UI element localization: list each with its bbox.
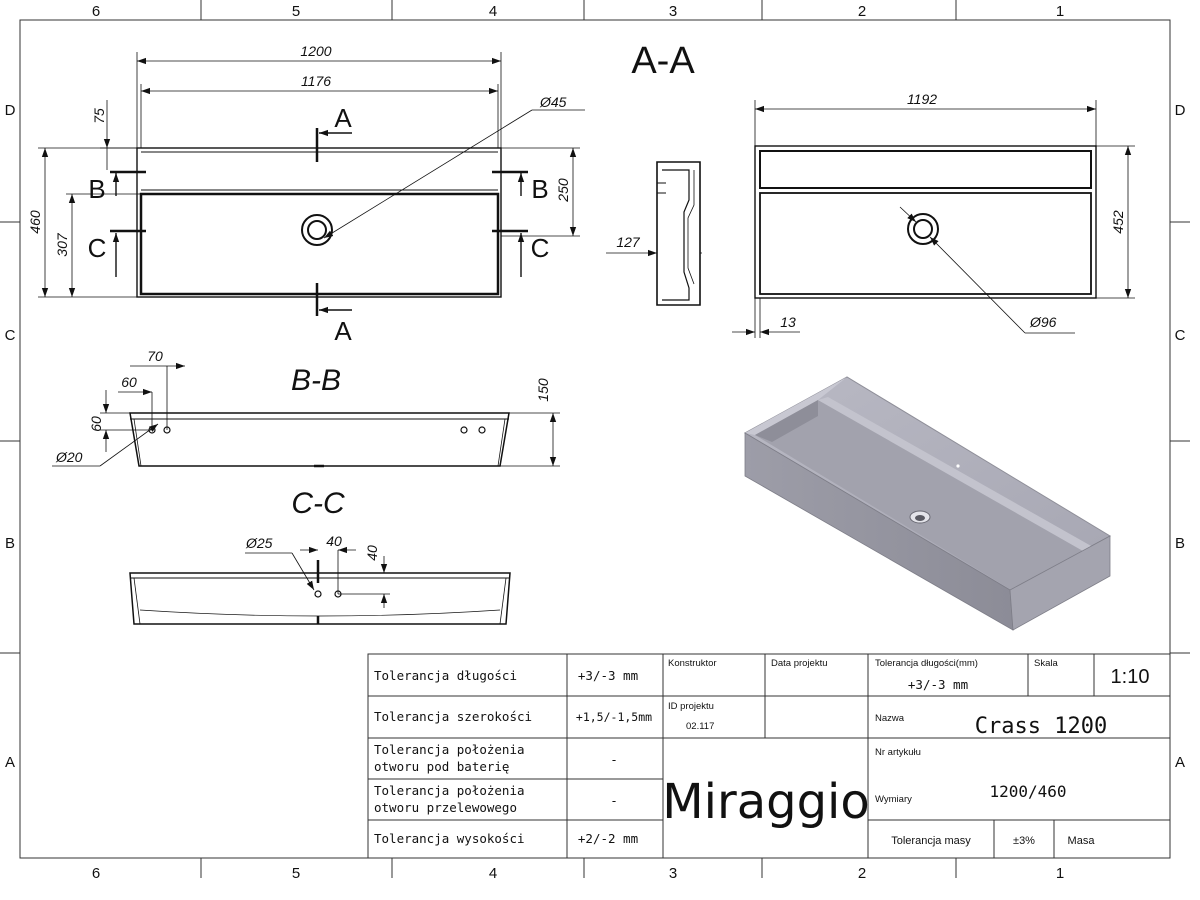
section-cc-view: C-C 40 40 Ø25 (129, 487, 511, 625)
dim-bb-60w: 60 (121, 374, 137, 390)
tb-tol-length-mm-label: Tolerancja długości(mm) (875, 658, 978, 669)
grid-row-a-right: A (1175, 754, 1185, 771)
tb-project-id-label: ID projektu (668, 701, 714, 712)
front-view: 1192 452 13 Ø96 (732, 91, 1135, 338)
section-title-bb: B-B (291, 364, 341, 397)
brand-logo: Miraggio (662, 774, 870, 830)
dim-75: 75 (91, 108, 107, 124)
grid-row-b-left: B (5, 535, 15, 552)
tb-name-value: Crass 1200 (975, 714, 1107, 739)
tb-scale-value: 1:10 (1111, 666, 1150, 688)
grid-col-6-top: 6 (92, 3, 100, 20)
section-mark-c-left: C (88, 233, 107, 263)
tb-tol-mass-value: ±3% (1013, 835, 1035, 847)
grid-col-3-top: 3 (669, 3, 677, 20)
dim-hole-96: Ø96 (1029, 314, 1057, 330)
dim-cc-40h: 40 (364, 545, 380, 561)
tb-tol-tap-value: - (610, 752, 618, 767)
tb-tol-overflow-label-2: otworu przelewowego (374, 800, 517, 815)
drawing-frame (0, 0, 1190, 878)
dim-460: 460 (27, 210, 43, 234)
dim-bb-60h: 60 (88, 416, 104, 432)
section-mark-a-bottom: A (334, 316, 352, 346)
grid-row-d-left: D (5, 102, 16, 119)
top-view-basin (139, 192, 500, 296)
section-mark-b-left: B (88, 174, 105, 204)
title-block: Tolerancja długości +3/-3 mm Tolerancja … (367, 653, 1171, 859)
tb-project-id-value: 02.117 (686, 721, 714, 732)
section-mark-c-right: C (531, 233, 550, 263)
tb-tol-overflow-label-1: Tolerancja położenia (374, 783, 525, 798)
tb-constructor-label: Konstruktor (668, 658, 717, 669)
tb-tol-length-label: Tolerancja długości (374, 668, 517, 683)
grid-col-5-top: 5 (292, 3, 300, 20)
top-view: 1200 1176 75 460 307 250 Ø45 A A (27, 43, 585, 346)
dim-hole-45: Ø45 (539, 94, 567, 110)
tb-scale-label: Skala (1034, 658, 1058, 669)
isometric-render (743, 376, 1112, 631)
section-title-aa: A-A (631, 40, 695, 82)
tb-dimensions-label: Wymiary (875, 794, 912, 805)
dim-cc-hole-25: Ø25 (245, 535, 273, 551)
tb-tol-tap-label-2: otworu pod baterię (374, 759, 509, 774)
tb-tol-width-value: +1,5/-1,5mm (576, 710, 652, 724)
dim-inner-width: 1176 (301, 73, 331, 89)
drain-hole-inner (307, 220, 327, 240)
section-mark-b-right: B (531, 174, 548, 204)
dim-307: 307 (54, 232, 70, 257)
grid-row-c-left: C (5, 327, 16, 344)
tb-dimensions-value: 1200/460 (989, 782, 1066, 801)
tb-tol-height-value: +2/-2 mm (578, 831, 638, 846)
dim-bb-150: 150 (535, 378, 551, 402)
grid-col-4-bottom: 4 (489, 865, 497, 882)
drain-hole-outer (301, 214, 333, 246)
grid-row-a-left: A (5, 754, 15, 771)
section-mark-a-top: A (334, 103, 352, 133)
tb-project-date-label: Data projektu (771, 658, 828, 669)
tb-tol-length-mm-value: +3/-3 mm (908, 677, 968, 692)
side-section-view: 127 (606, 161, 702, 306)
grid-row-b-right: B (1175, 535, 1185, 552)
section-title-cc: C-C (291, 487, 345, 520)
grid-row-c-right: C (1175, 327, 1186, 344)
dim-bb-70: 70 (147, 348, 163, 364)
grid-labels: 6 5 4 3 2 1 6 5 4 3 2 1 D C B A D C B A (5, 3, 1186, 882)
grid-col-6-bottom: 6 (92, 865, 100, 882)
grid-row-d-right: D (1175, 102, 1186, 119)
tb-tol-height-label: Tolerancja wysokości (374, 831, 525, 846)
section-bb-view: B-B 70 60 60 150 Ø20 (52, 348, 560, 468)
dim-13: 13 (780, 314, 796, 330)
grid-col-4-top: 4 (489, 3, 497, 20)
tb-tol-overflow-value: - (610, 793, 618, 808)
grid-col-5-bottom: 5 (292, 865, 300, 882)
grid-col-2-top: 2 (858, 3, 866, 20)
tb-tol-mass-label: Tolerancja masy (891, 835, 971, 847)
dim-overall-width: 1200 (300, 43, 331, 59)
tb-tol-length-value: +3/-3 mm (578, 668, 638, 683)
grid-col-1-bottom: 1 (1056, 865, 1064, 882)
dim-452: 452 (1110, 210, 1126, 234)
tb-article-label: Nr artykułu (875, 747, 921, 758)
tb-tol-tap-label-1: Tolerancja położenia (374, 742, 525, 757)
dim-cc-40w: 40 (326, 533, 342, 549)
grid-col-2-bottom: 2 (858, 865, 866, 882)
dim-250: 250 (555, 178, 571, 203)
dim-1192: 1192 (907, 91, 937, 107)
tb-tol-width-label: Tolerancja szerokości (374, 709, 532, 724)
dim-bb-hole-20: Ø20 (55, 449, 83, 465)
dim-127: 127 (616, 234, 641, 250)
grid-col-3-bottom: 3 (669, 865, 677, 882)
tb-name-label: Nazwa (875, 713, 905, 724)
grid-col-1-top: 1 (1056, 3, 1064, 20)
tb-mass-label: Masa (1068, 835, 1096, 847)
top-view-outline (136, 147, 502, 298)
